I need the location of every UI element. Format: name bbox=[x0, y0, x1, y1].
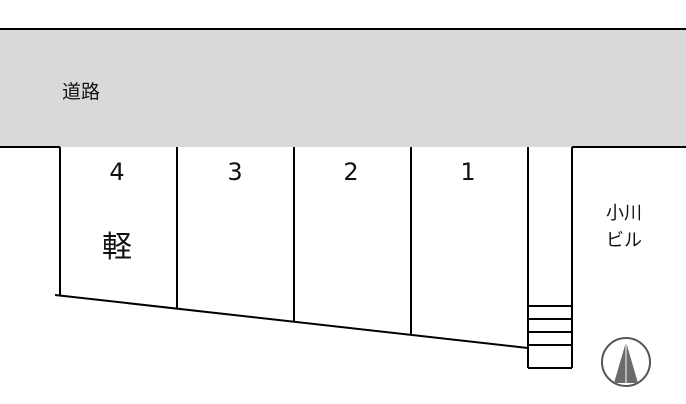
road-area bbox=[0, 29, 686, 147]
space-3-number: 3 bbox=[227, 158, 242, 186]
space-1-number: 1 bbox=[460, 158, 475, 186]
north-arrow-icon bbox=[601, 337, 651, 387]
lot-bottom-boundary bbox=[54, 294, 529, 349]
space-4-number: 4 bbox=[109, 158, 124, 186]
building-label-line1: 小川 bbox=[606, 203, 642, 224]
space-4-kei-label: 軽 bbox=[102, 230, 132, 265]
stairs bbox=[528, 305, 572, 369]
space-2-number: 2 bbox=[343, 158, 358, 186]
building-label-line2: ビル bbox=[606, 230, 642, 251]
road-label: 道路 bbox=[62, 81, 100, 103]
